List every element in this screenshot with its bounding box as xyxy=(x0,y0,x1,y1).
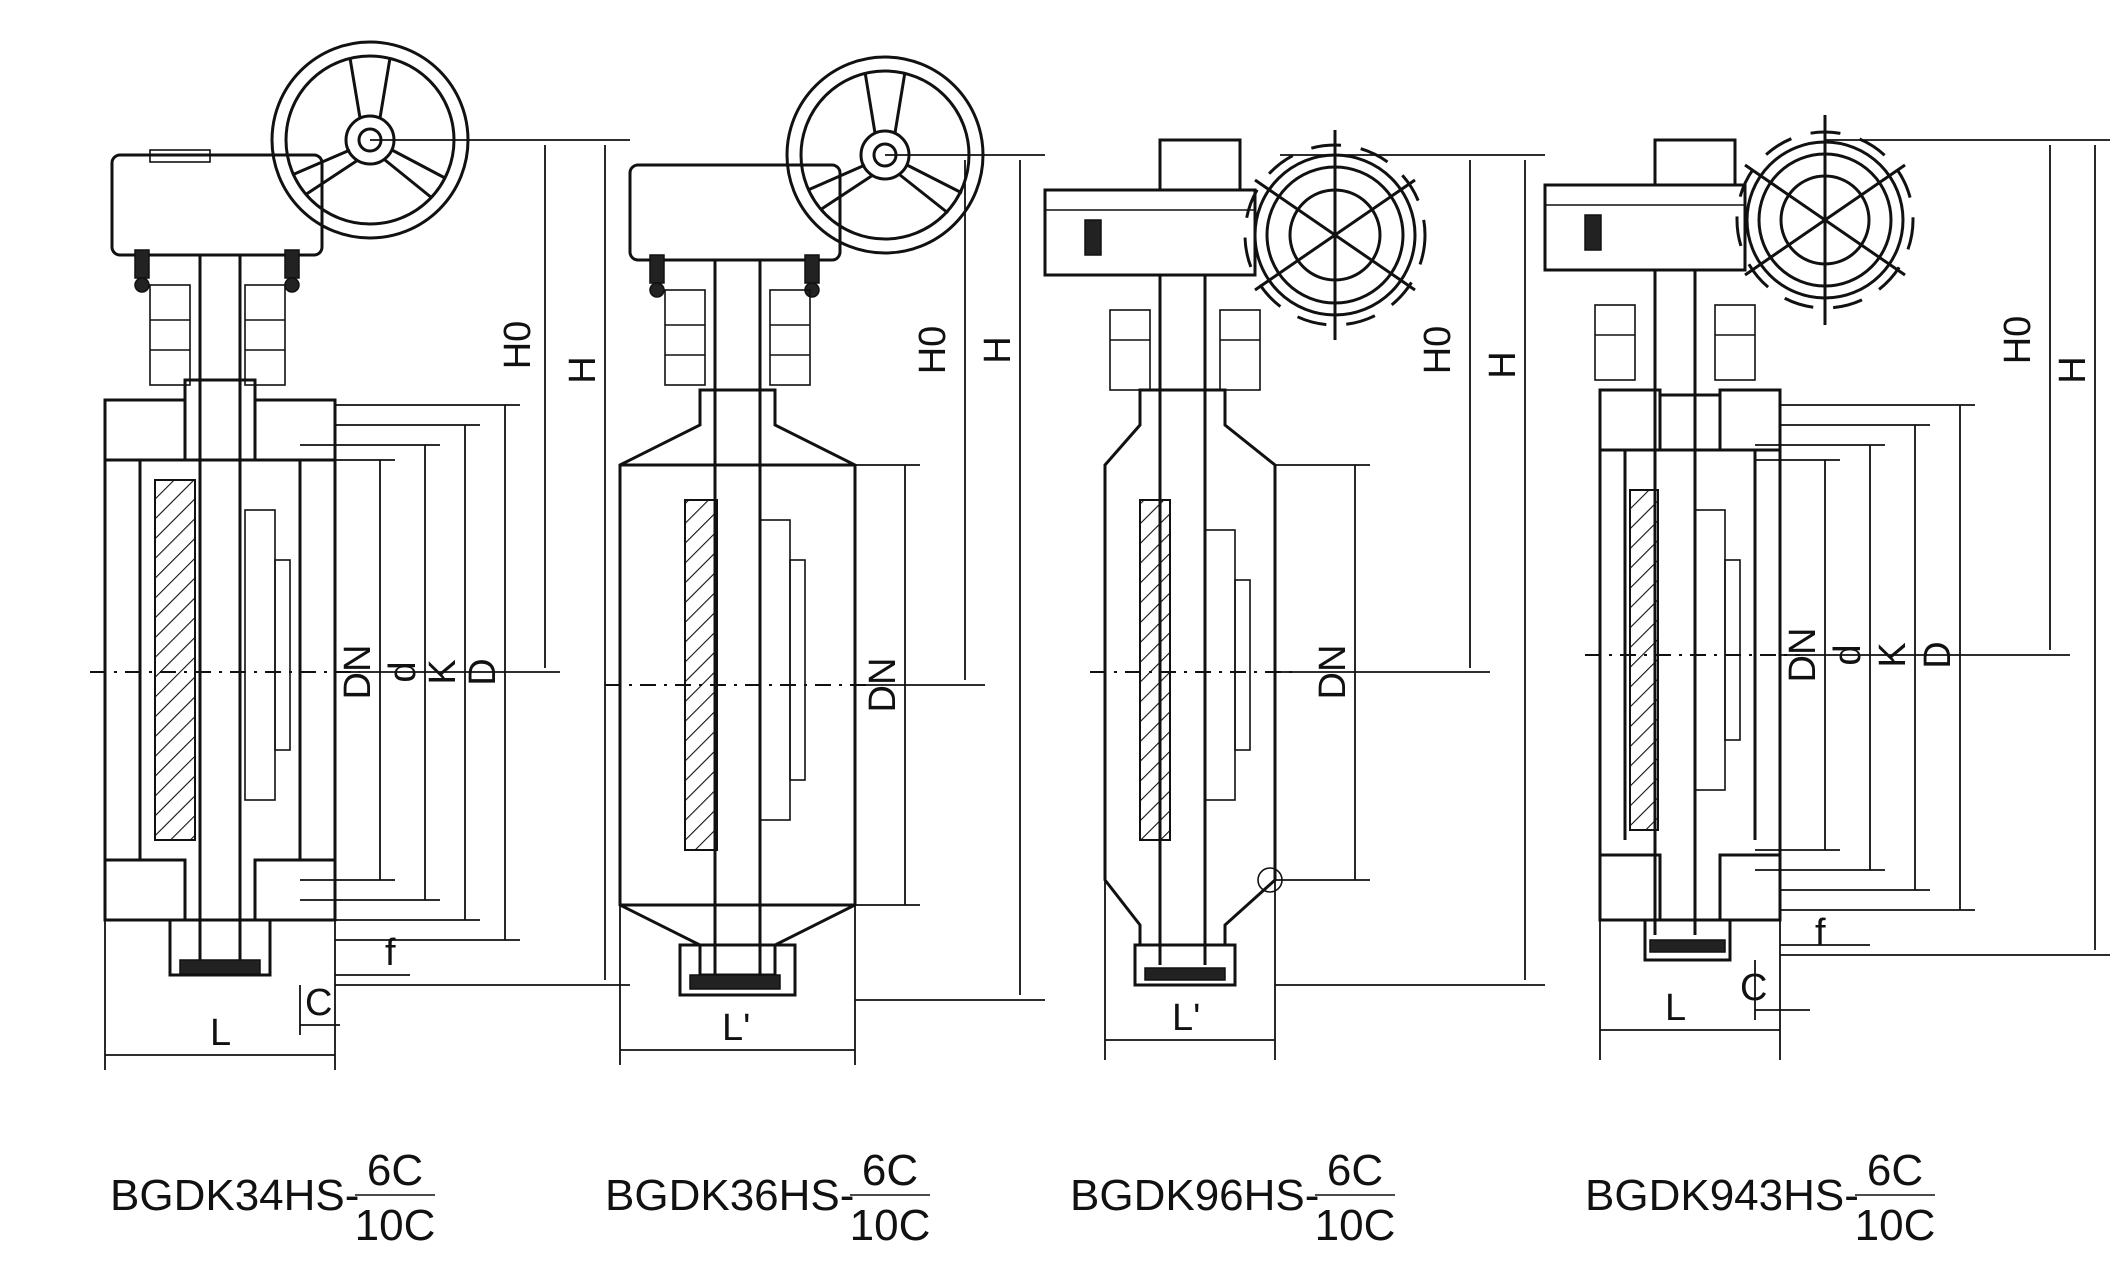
dim-h-label: H xyxy=(977,336,1019,363)
model-name: BGDK943HS- xyxy=(1585,1171,1859,1220)
dim-c-label: C xyxy=(1740,967,1767,1009)
dim-l-label: L xyxy=(210,1012,231,1054)
dim-dn-label: DN xyxy=(1782,628,1824,683)
variant-top: 6C xyxy=(1327,1146,1383,1195)
dim-d-label: d xyxy=(1827,644,1869,665)
caption-view-1: BGDK34HS- 6C 10C xyxy=(110,1146,435,1250)
dim-h-label: H xyxy=(1482,351,1524,378)
model-name: BGDK34HS- xyxy=(110,1171,359,1220)
dim-h-label: H xyxy=(2052,356,2094,383)
view-1-dimensions xyxy=(104,139,630,1070)
model-captions: BGDK34HS- 6C 10C BGDK36HS- 6C 10C BGDK96… xyxy=(110,1146,1935,1250)
dim-dn-label: DN xyxy=(1312,645,1354,700)
dim-k-label: K xyxy=(422,659,464,684)
dim-dn-label: DN xyxy=(862,658,904,713)
caption-view-2: BGDK36HS- 6C 10C xyxy=(605,1146,930,1250)
variant-bottom: 10C xyxy=(1315,1201,1396,1250)
handwheel-icon xyxy=(785,55,985,255)
view-4-dimensions xyxy=(1599,139,2110,1060)
dim-l-label: L' xyxy=(722,1007,750,1049)
dim-k-label: K xyxy=(1872,642,1914,667)
view-4-flanged-actuator xyxy=(1543,115,1915,962)
dim-h0-label: H0 xyxy=(1997,316,2039,365)
dim-l-label: L xyxy=(1665,987,1686,1029)
view-1-dimension-labels: H0 H DN d K D f C L xyxy=(210,321,604,1054)
dim-h0-label: H0 xyxy=(912,326,954,375)
dim-l-label: L' xyxy=(1172,997,1200,1039)
caption-view-4: BGDK943HS- 6C 10C xyxy=(1585,1146,1935,1250)
view-3-dimensions xyxy=(1104,154,1545,1060)
variant-bottom: 10C xyxy=(1855,1201,1936,1250)
dim-h0-label: H0 xyxy=(497,321,539,370)
view-2-dimension-labels: H0 H DN L' xyxy=(722,326,1019,1049)
dim-c-label: C xyxy=(305,982,332,1024)
variant-top: 6C xyxy=(1867,1146,1923,1195)
dim-D-label: D xyxy=(462,658,504,685)
view-4-dimension-labels: H0 H DN d K D f C L xyxy=(1665,316,2094,1029)
dim-d-label: d xyxy=(382,661,424,682)
dim-f-label: f xyxy=(1815,912,1826,954)
caption-view-3: BGDK96HS- 6C 10C xyxy=(1070,1146,1395,1250)
view-2-wafer-handwheel xyxy=(605,55,985,997)
dim-h-label: H xyxy=(562,356,604,383)
dim-f-label: f xyxy=(385,932,396,974)
dim-D-label: D xyxy=(1917,641,1959,668)
dim-dn-label: DN xyxy=(337,645,379,700)
variant-top: 6C xyxy=(862,1146,918,1195)
view-3-wafer-actuator xyxy=(1043,130,1427,987)
view-3-dimension-labels: H0 H DN L' xyxy=(1172,326,1524,1039)
model-name: BGDK96HS- xyxy=(1070,1171,1319,1220)
variant-bottom: 10C xyxy=(355,1201,436,1250)
actuator-icon xyxy=(1735,115,1915,325)
actuator-icon xyxy=(1243,130,1427,340)
dim-h0-label: H0 xyxy=(1417,326,1459,375)
variant-top: 6C xyxy=(367,1146,423,1195)
view-2-dimensions xyxy=(619,154,1045,1065)
variant-bottom: 10C xyxy=(850,1201,931,1250)
model-name: BGDK36HS- xyxy=(605,1171,854,1220)
view-1-flanged-handwheel xyxy=(90,40,470,977)
